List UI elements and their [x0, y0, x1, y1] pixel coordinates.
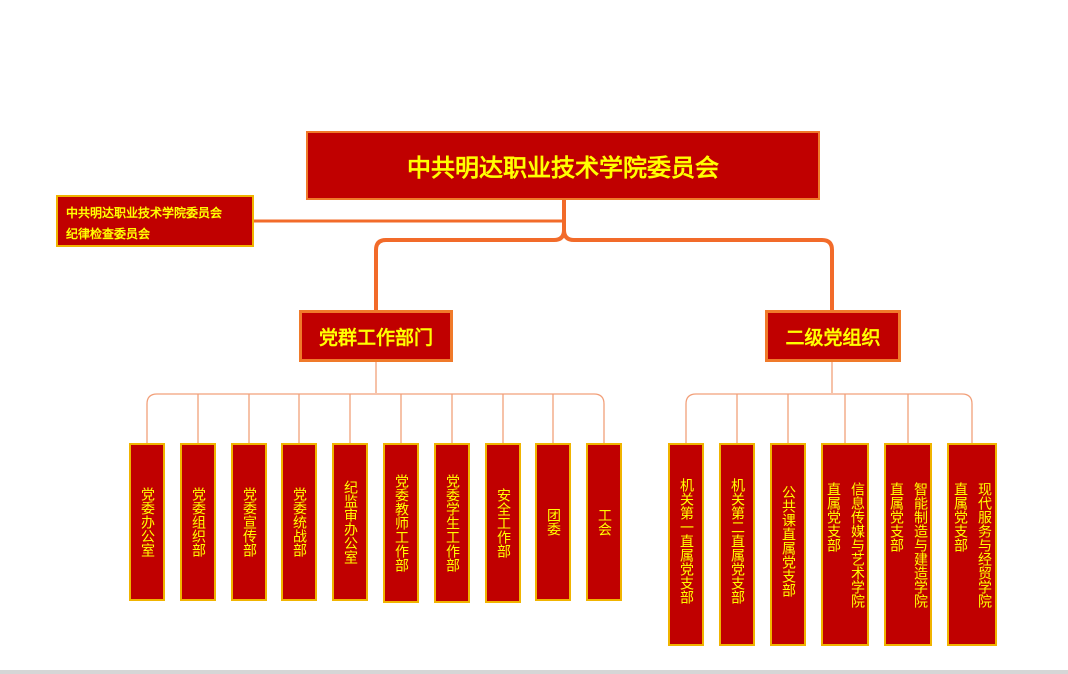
department-node: 党委教师工作部 [383, 443, 419, 603]
department-label: 纪监审办公室 [342, 480, 358, 564]
branch-party-departments: 党群工作部门 [299, 310, 453, 362]
party-branch-label: 直属党支部现代服务与经贸学院 [949, 482, 995, 608]
party-branch-label-column: 机关第二直属党支部 [729, 478, 745, 604]
discipline-committee-node: 中共明达职业技术学院委员会 纪律检查委员会 [56, 195, 254, 247]
branch-title-1: 党群工作部门 [318, 326, 433, 349]
party-branch-node: 直属党支部信息传媒与艺术学院 [821, 443, 869, 646]
department-node: 团委 [535, 443, 571, 601]
department-node: 安全工作部 [485, 443, 521, 603]
party-branch-label-column: 智能制造与建造学院 [912, 481, 928, 608]
party-branch-label: 机关第一直属党支部 [675, 478, 697, 611]
root-title: 中共明达职业技术学院委员会 [407, 154, 719, 182]
department-label: 党委教师工作部 [393, 474, 409, 572]
department-label: 党委学生工作部 [444, 474, 460, 572]
root-node: 中共明达职业技术学院委员会 [306, 131, 820, 200]
party-branch-label: 直属党支部信息传媒与艺术学院 [822, 482, 868, 608]
party-branch-label-column: 信息传媒与艺术学院 [849, 481, 865, 608]
department-label: 安全工作部 [495, 488, 511, 558]
department-label: 党委统战部 [291, 487, 307, 557]
department-node: 党委统战部 [281, 443, 317, 601]
party-branch-label-column: 现代服务与经贸学院 [976, 481, 992, 608]
party-branch-node: 直属党支部现代服务与经贸学院 [947, 443, 997, 646]
department-node: 党委办公室 [129, 443, 165, 601]
discipline-line-2: 纪律检查委员会 [66, 227, 151, 241]
party-branch-label-column: 直属党支部 [952, 481, 968, 552]
department-node: 党委学生工作部 [434, 443, 470, 603]
party-branch-label: 机关第二直属党支部 [726, 478, 748, 611]
department-node: 纪监审办公室 [332, 443, 368, 601]
department-node: 党委宣传部 [231, 443, 267, 601]
department-label: 党委组织部 [190, 487, 206, 557]
party-branch-node: 公共课直属党支部 [770, 443, 806, 646]
department-node: 党委组织部 [180, 443, 216, 601]
bottom-edge [0, 670, 1068, 674]
branch-secondary-organizations: 二级党组织 [765, 310, 901, 362]
party-branch-label-column: 直属党支部 [825, 481, 841, 552]
department-label: 党委宣传部 [241, 487, 257, 557]
party-branch-label: 公共课直属党支部 [777, 485, 799, 604]
department-label: 团委 [545, 508, 561, 536]
party-branch-label: 直属党支部智能制造与建造学院 [885, 482, 931, 608]
party-branch-node: 机关第二直属党支部 [719, 443, 755, 646]
branch-title-2: 二级党组织 [785, 326, 881, 349]
department-label: 工会 [596, 508, 612, 536]
department-label: 党委办公室 [139, 487, 155, 557]
party-branch-node: 直属党支部智能制造与建造学院 [884, 443, 932, 646]
party-branch-label-column: 公共课直属党支部 [780, 485, 796, 597]
party-branch-label-column: 机关第一直属党支部 [678, 478, 694, 604]
party-branch-label-column: 直属党支部 [888, 481, 904, 552]
discipline-line-1: 中共明达职业技术学院委员会 [66, 206, 223, 220]
department-node: 工会 [586, 443, 622, 601]
party-branch-node: 机关第一直属党支部 [668, 443, 704, 646]
